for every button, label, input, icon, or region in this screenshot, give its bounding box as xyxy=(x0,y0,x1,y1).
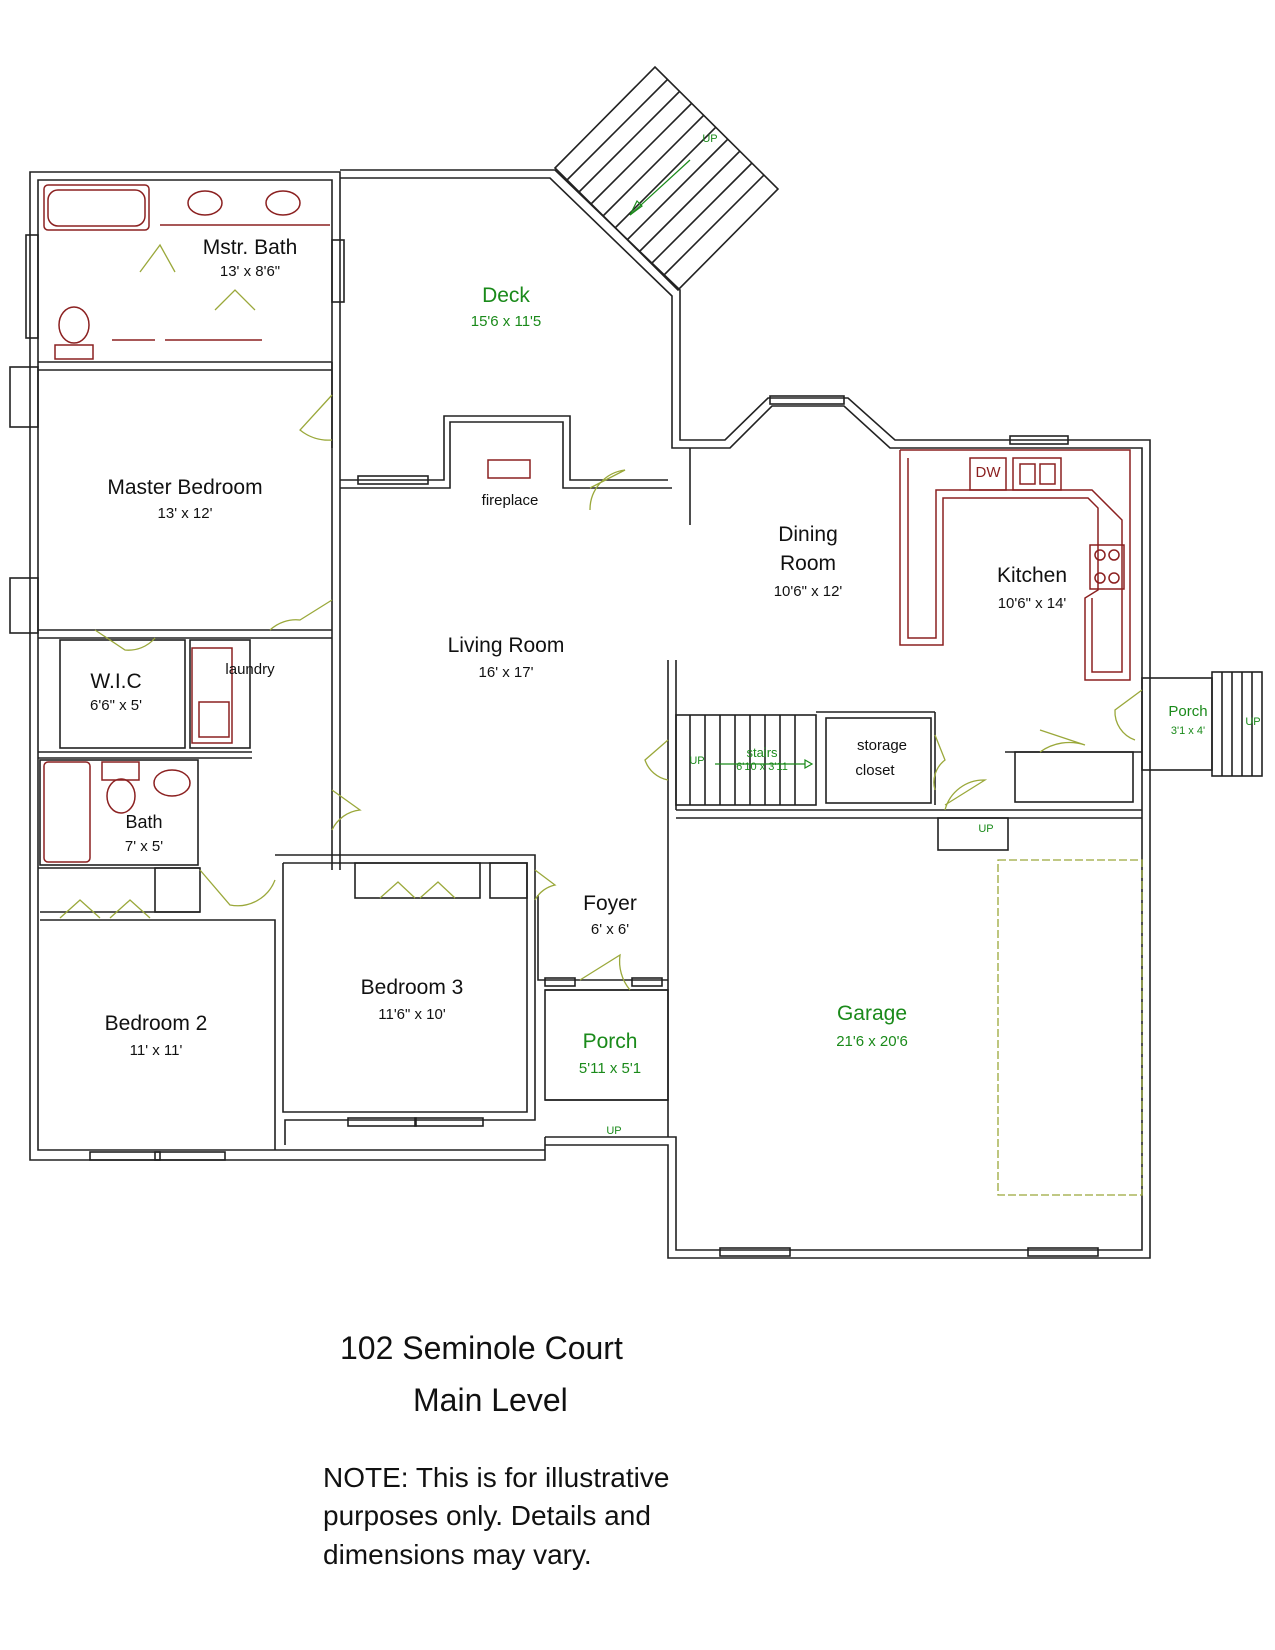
mstr-bath-name: Mstr. Bath xyxy=(202,236,298,259)
storage-closet-name-1: storage xyxy=(856,737,908,754)
bath-name: Bath xyxy=(125,812,163,832)
kitchen-name: Kitchen xyxy=(996,564,1068,587)
porch-front-name: Porch xyxy=(582,1030,638,1053)
wic-dim: 6'6" x 5' xyxy=(90,697,142,714)
laundry-name: laundry xyxy=(225,661,275,678)
front-step-up: UP xyxy=(606,1125,622,1137)
windows xyxy=(89,395,1099,1257)
bedroom2-name: Bedroom 2 xyxy=(104,1012,208,1035)
level-caption: Main Level xyxy=(413,1382,568,1418)
foyer-dim: 6' x 6' xyxy=(590,921,630,938)
dishwasher-label: DW xyxy=(975,464,1001,481)
wic-name: W.I.C xyxy=(90,670,142,693)
mstr-bath-dim: 13' x 8'6" xyxy=(219,263,281,280)
garage-step-up: UP xyxy=(978,823,994,835)
fireplace-label: fireplace xyxy=(481,492,539,509)
fixtures xyxy=(43,184,1131,863)
note-line-2: purposes only. Details and xyxy=(323,1500,651,1531)
dining-room-name-2: Room xyxy=(779,552,837,575)
deck-stairs xyxy=(553,65,780,292)
bedroom3-dim: 11'6" x 10' xyxy=(378,1006,446,1023)
living-room-name: Living Room xyxy=(447,634,565,657)
bedroom2-dim: 11' x 11' xyxy=(129,1042,183,1059)
bedroom3-name: Bedroom 3 xyxy=(360,976,464,999)
storage-closet-name-2: closet xyxy=(855,762,895,779)
porch-side-name: Porch xyxy=(1168,703,1208,720)
interior-walls xyxy=(38,361,1263,1150)
exterior-walls xyxy=(9,169,1151,1259)
address-caption: 102 Seminole Court xyxy=(340,1330,623,1366)
master-bedroom-name: Master Bedroom xyxy=(107,476,263,499)
kitchen-dim: 10'6" x 14' xyxy=(997,595,1067,612)
deck-dim: 15'6 x 11'5 xyxy=(470,313,542,330)
bath-dim: 7' x 5' xyxy=(124,838,164,855)
doors xyxy=(59,243,1143,991)
porch-side-dim: 3'1 x 4' xyxy=(1170,725,1206,737)
dining-room-name-1: Dining xyxy=(778,523,838,546)
deck-name: Deck xyxy=(482,284,530,307)
note-line-3: dimensions may vary. xyxy=(323,1539,592,1570)
foyer-name: Foyer xyxy=(583,892,637,915)
garage-dim: 21'6 x 20'6 xyxy=(836,1033,908,1050)
master-bedroom-dim: 13' x 12' xyxy=(157,505,213,522)
stairs-up: UP xyxy=(689,755,705,767)
deck-stairs-up: UP xyxy=(702,133,718,145)
living-room-dim: 16' x 17' xyxy=(478,664,534,681)
garage-name: Garage xyxy=(836,1002,908,1025)
stairs-name: stairs xyxy=(746,745,778,760)
porch-front-dim: 5'11 x 5'1 xyxy=(578,1060,642,1077)
dining-room-dim: 10'6" x 12' xyxy=(773,583,843,600)
note-line-1: NOTE: This is for illustrative xyxy=(323,1462,670,1493)
stairs-dim: 6'10 x 3'11 xyxy=(736,761,788,773)
porch-side-up: UP xyxy=(1245,716,1261,728)
